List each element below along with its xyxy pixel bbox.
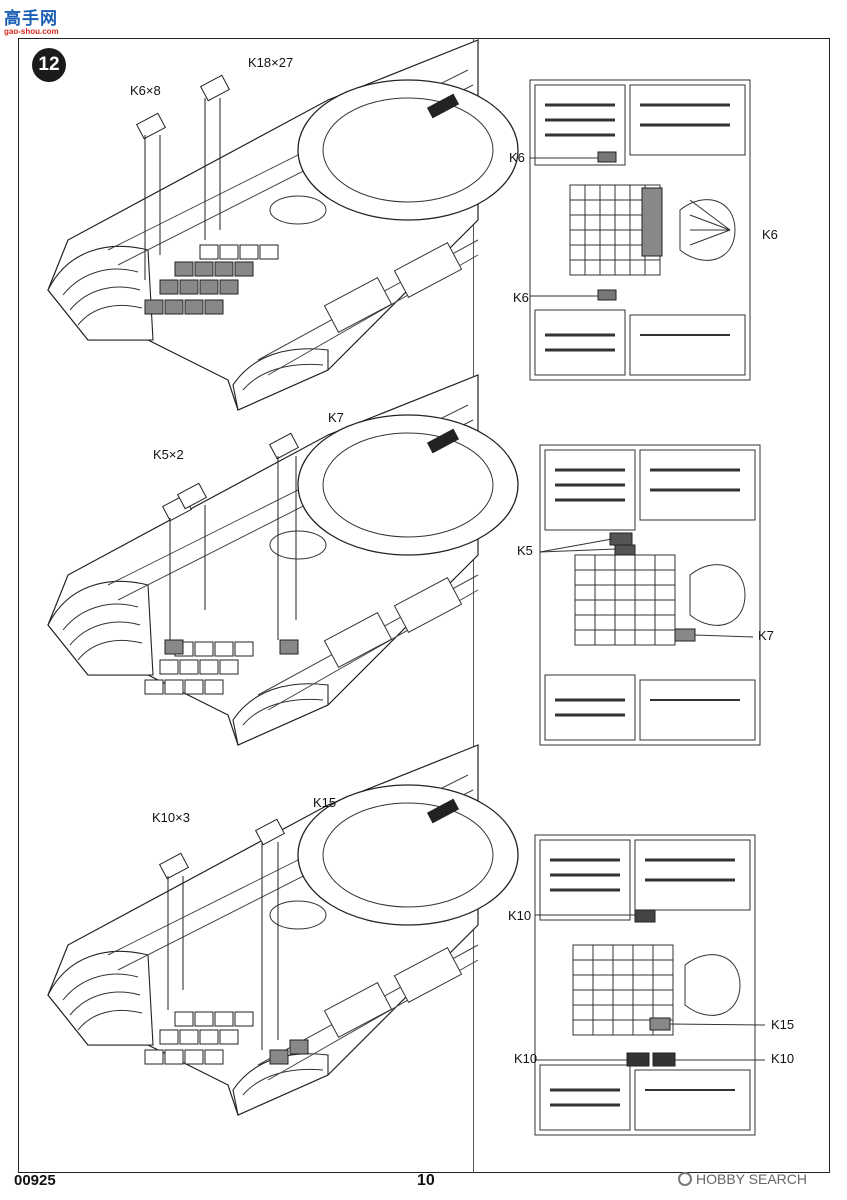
era-blocks-panel-1 [144,244,279,315]
watermark-text: HOBBY SEARCH [696,1171,807,1187]
plan2-label-k5: K5 [517,543,533,558]
plan3-label-k15: K15 [771,1017,795,1032]
callout-k10x3: K10×3 [152,810,190,825]
plan-view-2 [538,443,762,747]
callout-parts-panel-2 [161,432,300,640]
plan3-label-k10-right: K10 [771,1051,795,1066]
plan3-label-k10-left: K10 [514,1051,538,1066]
callout-k18x27: K18×27 [248,55,294,70]
callout-k6x8: K6×8 [130,83,161,98]
plan3-label-k10-top: K10 [508,908,532,923]
watermark: HOBBY SEARCH [678,1171,807,1187]
page-frame [18,38,830,1173]
column-divider [473,38,474,1173]
plan2-label-k7: K7 [758,628,774,643]
logo-cn: 高手网 [4,9,58,28]
plan-view-3 [533,833,766,1137]
plan1-label-k6-right: K6 [762,227,778,242]
era-blocks-panel-2 [144,639,299,695]
product-code: 00925 [14,1172,56,1189]
site-logo: 高手网 gao-shou.com [4,4,74,38]
page-number: 10 [417,1172,435,1189]
plan-view-1 [528,78,752,382]
callout-parts-panel-1 [135,74,231,280]
callout-k15: K15 [313,795,337,810]
callout-k5x2: K5×2 [153,447,184,462]
plan1-label-k6-top: K6 [509,150,525,165]
callout-k7: K7 [328,410,344,425]
watermark-circle-icon [678,1172,692,1186]
logo-en: gao-shou.com [4,27,59,36]
step-number-badge: 12 [32,48,66,82]
callout-parts-panel-3 [158,818,286,1050]
plan1-label-k6-bottom: K6 [513,290,529,305]
era-blocks-panel-3 [144,1011,309,1065]
